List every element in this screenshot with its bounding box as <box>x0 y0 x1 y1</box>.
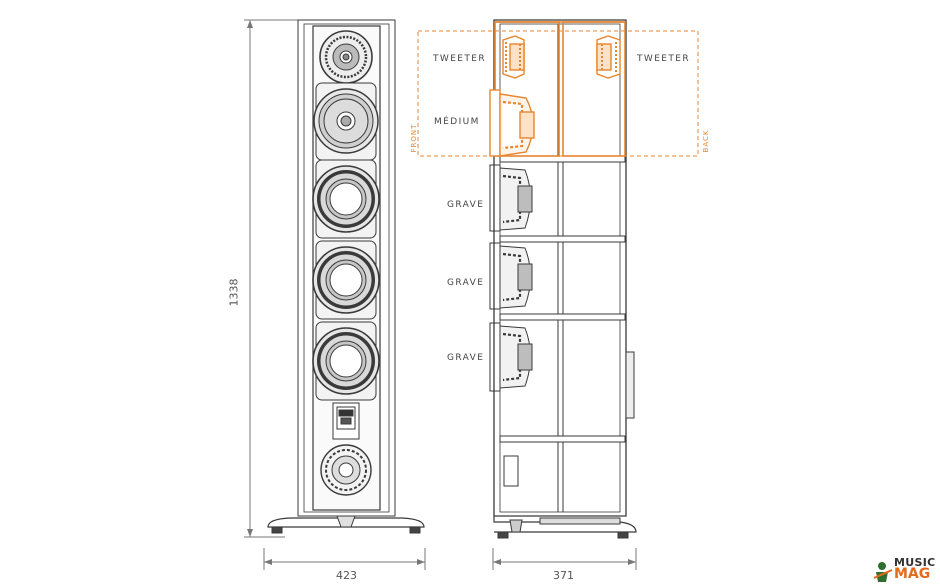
grave-label-1: GRAVE <box>447 200 485 210</box>
grave-label-2: GRAVE <box>447 278 485 288</box>
medium-label: MÉDIUM <box>434 117 480 127</box>
height-dimension-line <box>244 19 300 538</box>
side-depth-label: 371 <box>553 569 574 582</box>
tweeter-back-label: TWEETER <box>637 54 691 64</box>
highlight-dashed-box <box>417 30 699 157</box>
front-side-label: FRONT <box>410 123 418 153</box>
logo-guitarist-icon <box>873 562 893 582</box>
side-port <box>503 455 519 487</box>
grave-label-3: GRAVE <box>447 353 485 363</box>
front-woofer-1 <box>312 159 380 239</box>
front-plinth <box>267 515 425 534</box>
side-depth-dimension-line <box>492 548 637 570</box>
front-midrange <box>313 82 379 161</box>
side-woofer-2 <box>489 242 533 310</box>
front-woofer-2 <box>312 240 380 320</box>
side-woofer-3 <box>489 322 533 392</box>
side-rear-terminal <box>625 351 635 419</box>
orange-tweeter-front <box>502 35 525 79</box>
front-woofer-3 <box>312 321 380 401</box>
side-braces <box>499 155 626 443</box>
front-bottom-driver <box>320 444 372 496</box>
orange-tweeter-back <box>596 35 621 79</box>
front-tweeter <box>319 30 373 84</box>
front-width-dimension-line <box>263 548 426 570</box>
logo: MUSIC MAG <box>872 556 936 582</box>
side-woofer-1 <box>489 164 533 232</box>
front-badge <box>332 402 360 440</box>
tweeter-front-label: TWEETER <box>433 54 487 64</box>
logo-text-music: MUSIC <box>894 556 936 569</box>
front-width-label: 423 <box>336 569 357 582</box>
height-dimension-label: 1338 <box>227 278 241 307</box>
orange-midrange <box>489 89 535 157</box>
logo-text-mag: MAG <box>894 566 931 582</box>
highlight-zone <box>417 21 699 157</box>
front-view <box>267 19 425 534</box>
back-side-label: BACK <box>702 129 710 153</box>
side-plinth <box>493 516 637 539</box>
